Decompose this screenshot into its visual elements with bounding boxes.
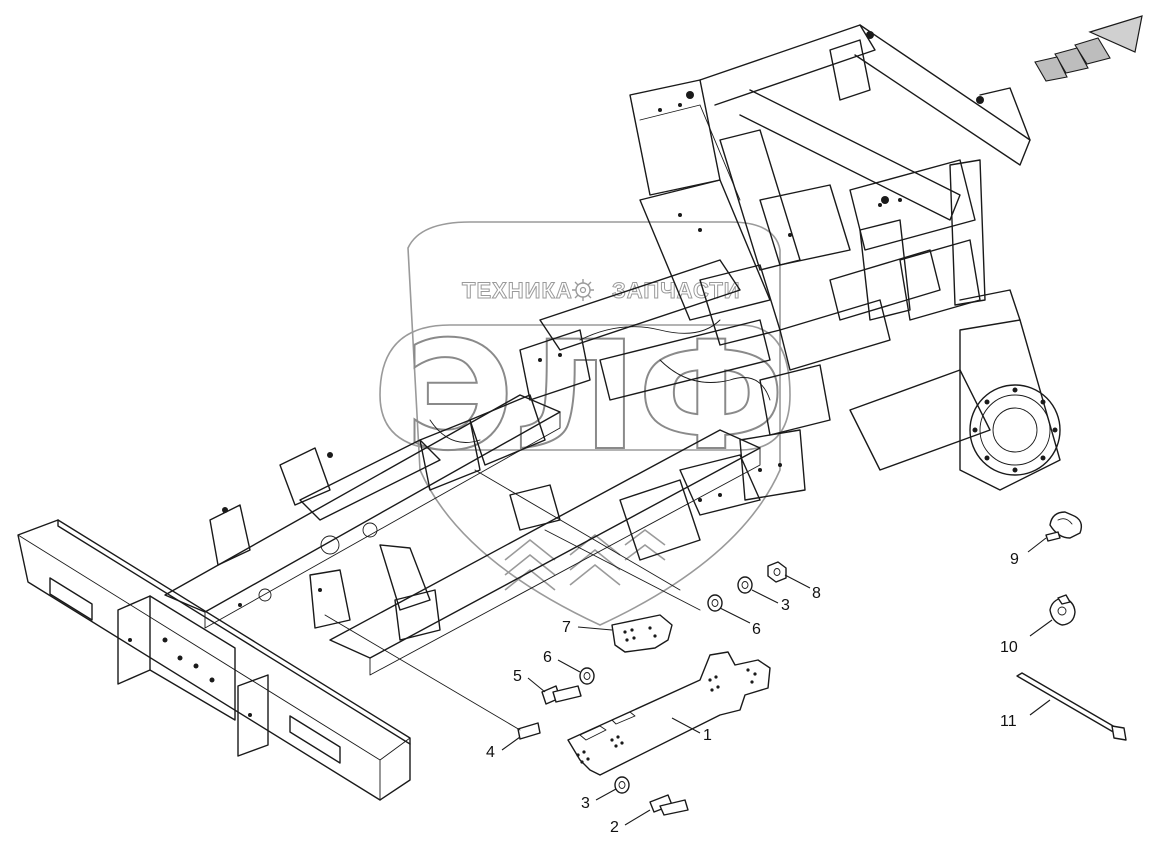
callout-5[interactable]: 5 [513,668,546,693]
callout-10[interactable]: 10 [1000,619,1053,656]
callout-7[interactable]: 7 [562,619,613,636]
watermark-chevrons [504,529,666,591]
svg-text:11: 11 [1000,713,1017,730]
watermark: ТЕХНИКА ЗАПЧАСТИ ЭЛФ [379,221,791,626]
part-5-bolt [541,685,582,705]
svg-text:7: 7 [562,619,571,636]
callout-1[interactable]: 1 [671,717,712,744]
front-bumper [17,519,411,801]
hub-bolt-holes [972,387,1058,473]
callout-4[interactable]: 4 [486,736,521,761]
part-6-washer-upper [707,594,723,612]
svg-text:9: 9 [1010,551,1019,568]
watermark-brand-right: ЗАПЧАСТИ [612,278,741,303]
parts [517,511,1127,816]
part-2-bolt [649,794,689,816]
callout-3-upper[interactable]: 3 [751,589,790,614]
callout-9[interactable]: 9 [1010,537,1047,568]
part-7-plate [611,614,673,653]
callout-6-lower[interactable]: 6 [543,649,581,673]
svg-text:3: 3 [781,597,790,614]
svg-text:6: 6 [752,621,761,638]
part-6-washer-lower [579,667,595,685]
assembly-lines [324,469,701,731]
svg-text:10: 10 [1000,639,1018,656]
part-3-washer-lower [614,776,630,794]
part-1-bracket [567,651,771,776]
part-11-cable-tie [1016,672,1127,741]
part-9-clamp [1045,511,1083,542]
svg-text:3: 3 [581,795,590,812]
callouts: 1 2 3 3 4 5 6 6 [486,537,1053,836]
svg-text:2: 2 [610,819,619,836]
part-10-clip [1049,594,1076,626]
callout-8[interactable]: 8 [784,574,821,602]
gear-icon [572,279,594,301]
part-3-washer-upper [737,576,753,594]
part-4-pin [517,722,541,740]
svg-text:5: 5 [513,668,522,685]
callout-11[interactable]: 11 [1000,699,1051,730]
callout-2[interactable]: 2 [610,809,651,836]
svg-text:8: 8 [812,585,821,602]
callout-6-upper[interactable]: 6 [719,607,761,638]
part-8-nut [767,561,787,583]
watermark-brand-left: ТЕХНИКА [462,278,573,303]
forward-direction-arrow-icon [1034,15,1143,82]
svg-text:1: 1 [703,727,712,744]
chassis-frame [17,24,1061,801]
svg-text:4: 4 [486,744,495,761]
callout-3-lower[interactable]: 3 [581,788,617,812]
svg-text:6: 6 [543,649,552,666]
